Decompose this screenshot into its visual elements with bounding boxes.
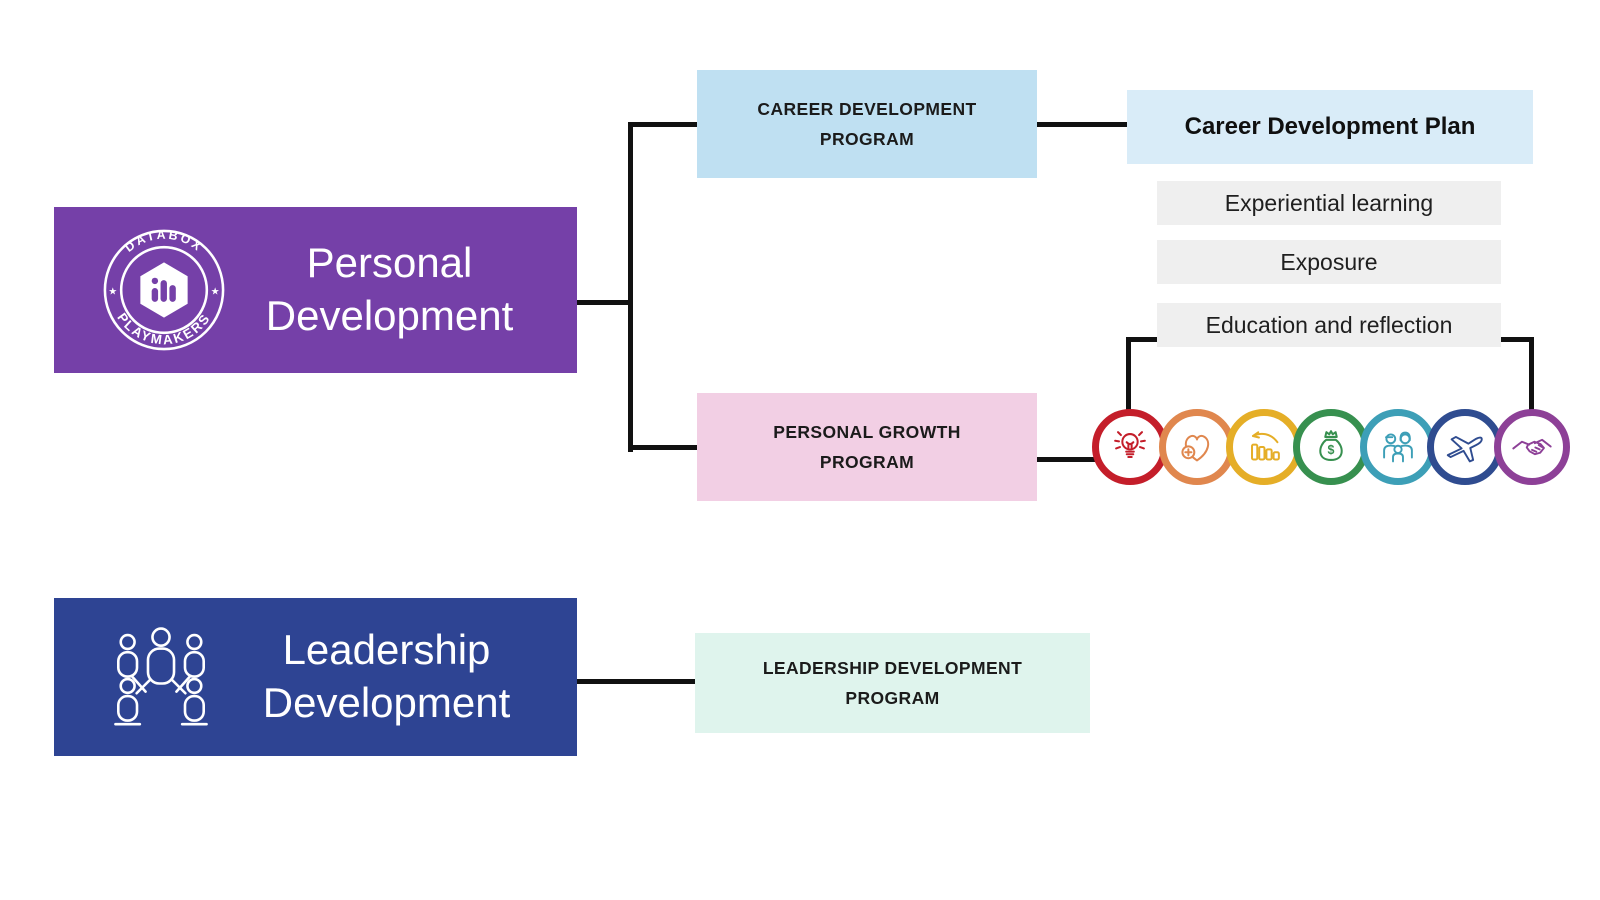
connector-tree-vertical bbox=[628, 122, 633, 452]
logo-star-left: ★ bbox=[108, 286, 117, 297]
connector-growth-branch bbox=[630, 445, 697, 450]
bracket-right-horizontal bbox=[1494, 337, 1534, 342]
career-development-program-node: CAREER DEVELOPMENT PROGRAM bbox=[697, 70, 1037, 178]
career-development-program-label: CAREER DEVELOPMENT PROGRAM bbox=[757, 98, 977, 149]
logo-inner-ring bbox=[119, 245, 209, 335]
team-network-icon bbox=[100, 619, 222, 735]
handshake-icon bbox=[1494, 409, 1570, 485]
logo-bar-chart-icon bbox=[151, 277, 176, 302]
plan-item-exposure: Exposure bbox=[1157, 240, 1501, 284]
plan-item-label: Education and reflection bbox=[1205, 311, 1453, 338]
personal-development-node: DATABOX PLAYMAKERS ★ ★ Personal Developm… bbox=[54, 207, 577, 373]
connector-leadership bbox=[577, 679, 695, 684]
logo-star-right: ★ bbox=[211, 286, 220, 297]
leadership-development-label: Leadership Development bbox=[262, 626, 511, 726]
plan-item-label: Exposure bbox=[1280, 248, 1378, 275]
airplane-icon bbox=[1427, 409, 1503, 485]
personal-growth-program-label: PERSONAL GROWTH PROGRAM bbox=[773, 421, 961, 472]
bracket-left-vertical bbox=[1126, 337, 1131, 412]
databox-playmakers-logo: DATABOX PLAYMAKERS ★ ★ bbox=[100, 226, 228, 354]
plan-item-experiential-learning: Experiential learning bbox=[1157, 181, 1501, 225]
logo-graphic: DATABOX PLAYMAKERS ★ ★ bbox=[103, 228, 225, 351]
logo-outer-ring bbox=[103, 229, 225, 351]
leadership-development-program-label: LEADERSHIP DEVELOPMENT PROGRAM bbox=[762, 657, 1023, 708]
personal-development-label: Personal Development bbox=[265, 239, 514, 339]
career-development-plan-node: Career Development Plan bbox=[1127, 90, 1533, 164]
bracket-right-vertical bbox=[1529, 337, 1534, 412]
connector-personal-stub bbox=[577, 300, 633, 305]
money-bag-icon: $ bbox=[1293, 409, 1369, 485]
growth-chart-icon bbox=[1226, 409, 1302, 485]
leadership-development-node: Leadership Development bbox=[54, 598, 577, 756]
connector-career-branch bbox=[630, 122, 697, 127]
career-development-plan-label: Career Development Plan bbox=[1184, 113, 1476, 140]
leadership-development-program-node: LEADERSHIP DEVELOPMENT PROGRAM bbox=[695, 633, 1090, 733]
family-icon bbox=[1360, 409, 1436, 485]
plan-item-label: Experiential learning bbox=[1224, 189, 1434, 216]
connector-career-to-plan bbox=[1037, 122, 1127, 127]
connector-growth-to-icons bbox=[1037, 457, 1100, 462]
personal-growth-program-node: PERSONAL GROWTH PROGRAM bbox=[697, 393, 1037, 501]
svg-text:$: $ bbox=[1328, 443, 1335, 457]
bracket-left-horizontal bbox=[1126, 337, 1166, 342]
heart-health-icon bbox=[1159, 409, 1235, 485]
plan-item-education-and-reflection: Education and reflection bbox=[1157, 303, 1501, 347]
logo-top-text: DATABOX bbox=[122, 228, 206, 255]
lightbulb-icon bbox=[1092, 409, 1168, 485]
